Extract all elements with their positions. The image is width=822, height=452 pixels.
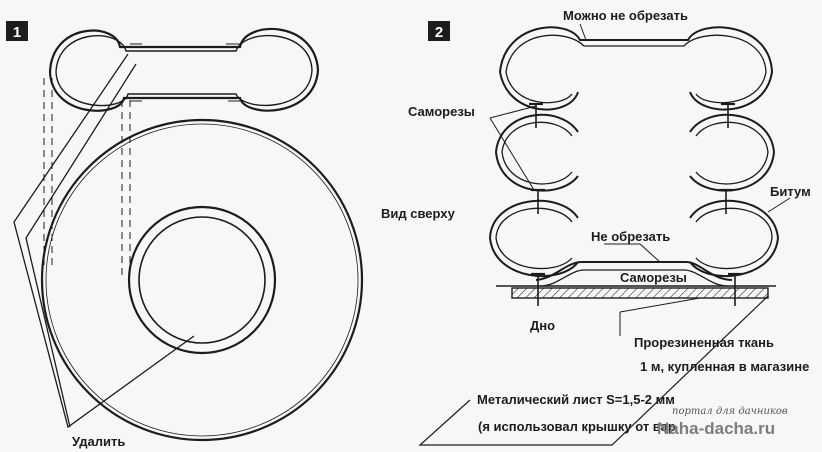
do-not-cut-label: Не обрезать [591, 229, 670, 244]
panel-2: 2 [408, 8, 811, 446]
screw-bottom-right [728, 272, 742, 306]
screws-label-lower: Саморезы [620, 270, 687, 285]
panel-1-badge-number: 1 [13, 24, 21, 41]
projection-lines [43, 78, 131, 275]
watermark-tagline: портал для дачников [672, 406, 788, 417]
metal-sheet [496, 285, 776, 299]
sheet-label-line-2: (я использовал крышку от вар [478, 419, 676, 434]
remove-leader-lines [13, 53, 195, 429]
panel-2-badge [428, 21, 450, 41]
fabric-label-line-2: 1 м, купленная в магазине [640, 359, 809, 374]
screw-bottom-left [531, 272, 545, 306]
sheet-label-line-1: Металический лист S=1,5-2 мм [477, 392, 675, 407]
tire-cross-section [48, 28, 320, 112]
watermark: портал для дачников Naha-dacha.ru [657, 406, 788, 438]
remove-label: Удалить [72, 434, 125, 449]
panel-2-leader-lines [418, 23, 791, 446]
can-leave-label: Можно не обрезать [563, 8, 688, 23]
top-tire-section [498, 26, 774, 111]
screws [529, 102, 742, 306]
tire-top-view [40, 118, 364, 442]
panel-1-badge [6, 21, 28, 41]
right-tire-arcs [689, 113, 780, 277]
bitumen-label: Битум [770, 184, 811, 199]
bottom-tire-band [535, 261, 733, 287]
screw-upper-left [529, 102, 543, 128]
screws-label-upper: Саморезы [408, 104, 475, 119]
fabric-label-line-1: Прорезиненная ткань [634, 335, 774, 350]
screw-upper-right [721, 102, 735, 128]
panel-1: 1 Вид сверху Удалить [6, 21, 456, 449]
screw-middle-right [719, 188, 733, 214]
screw-middle-left [531, 188, 545, 214]
top-view-label: Вид сверху [381, 206, 456, 221]
panel-2-badge-number: 2 [435, 24, 443, 41]
bottom-label: Дно [530, 318, 555, 333]
watermark-site: Naha-dacha.ru [657, 419, 775, 438]
